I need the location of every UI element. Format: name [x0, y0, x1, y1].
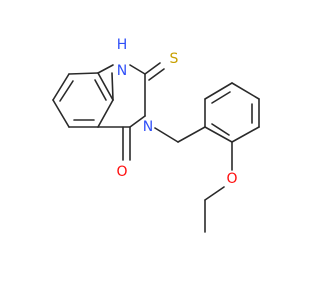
bond-layer: [52, 62, 260, 233]
bond: [97, 99, 114, 128]
bond: [94, 79, 107, 101]
atom-label-o-ether: O: [226, 171, 237, 187]
bond: [59, 80, 74, 102]
bond: [211, 91, 231, 104]
atom-label-n1: N: [117, 63, 127, 79]
bond: [231, 126, 260, 143]
atom-label-h: H: [117, 37, 128, 53]
atom-label-layer: H N S N O O: [116, 37, 237, 187]
bond: [129, 115, 146, 128]
bond: [204, 82, 233, 100]
bond: [97, 72, 114, 101]
bond: [177, 126, 206, 143]
molecule-canvas: H N S N O O: [52, 37, 260, 233]
bond: [111, 72, 114, 101]
bond: [129, 64, 146, 75]
bond: [97, 64, 114, 74]
bond: [52, 99, 70, 128]
bond: [68, 72, 99, 75]
bond: [204, 126, 233, 143]
atom-label-n3: N: [143, 119, 153, 135]
molecule-structure: H N S N O O: [52, 37, 260, 233]
bond: [52, 73, 70, 101]
bond: [204, 186, 225, 201]
bond: [154, 127, 179, 143]
bond: [148, 68, 165, 81]
atom-label-s: S: [170, 51, 179, 67]
bond: [144, 62, 161, 75]
bond: [211, 123, 230, 136]
atom-label-o-carbonyl: O: [116, 164, 127, 180]
bond: [231, 82, 260, 100]
